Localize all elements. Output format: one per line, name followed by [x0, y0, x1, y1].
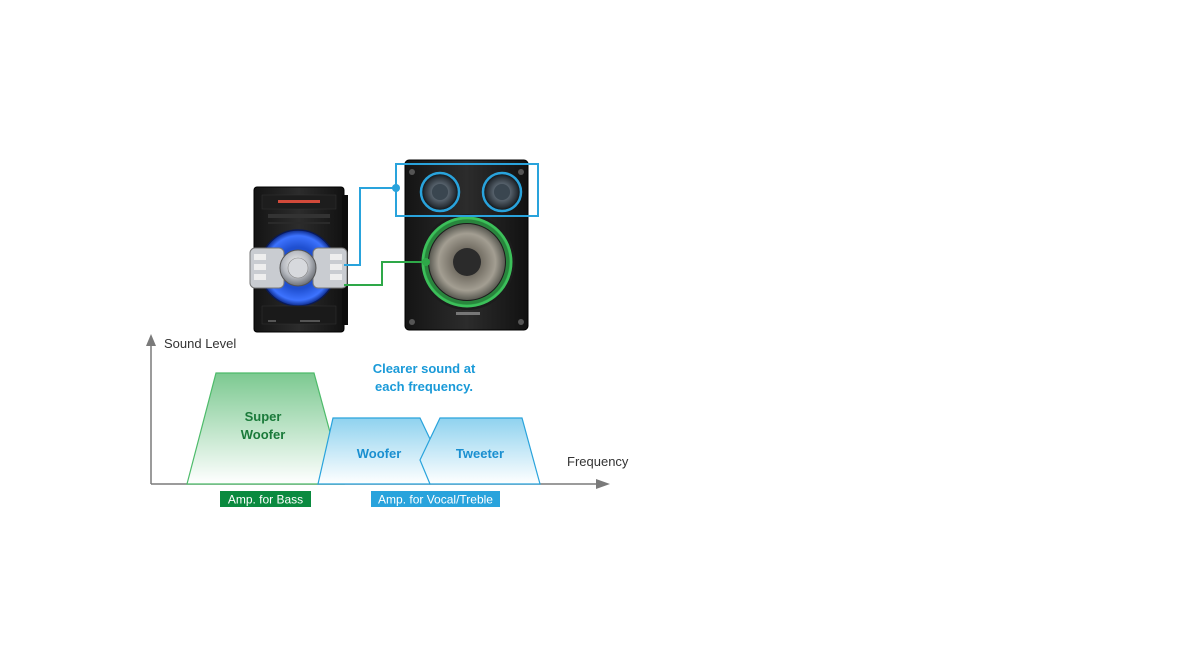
y-axis-arrow-icon: [146, 334, 156, 346]
tweeter-connector-line: [344, 187, 396, 266]
tweeter-label: Tweeter: [456, 446, 504, 461]
amp-vocal-badge: [371, 491, 500, 507]
amp-bass-badge: [220, 491, 311, 507]
super-woofer-label-line2: Woofer: [241, 427, 286, 442]
woofer-connector-line: [344, 261, 426, 286]
super-woofer-label-line1: Super: [245, 409, 282, 424]
tweeter-band: [419, 417, 541, 485]
amp-bass-label: Amp. for Bass: [228, 493, 303, 507]
woofer-label: Woofer: [357, 446, 402, 461]
connector-lines: [344, 163, 539, 286]
callout-line2: each frequency.: [375, 379, 473, 394]
callout-line1: Clearer sound at: [373, 361, 476, 376]
main-unit-image: [249, 186, 348, 333]
amp-vocal-label: Amp. for Vocal/Treble: [378, 493, 493, 507]
x-axis-arrow-icon: [596, 479, 610, 489]
speaker-cabinet-image: [404, 159, 529, 331]
super-woofer-band: [186, 372, 345, 485]
x-axis-label: Frequency: [567, 454, 629, 469]
y-axis-label: Sound Level: [164, 336, 236, 351]
